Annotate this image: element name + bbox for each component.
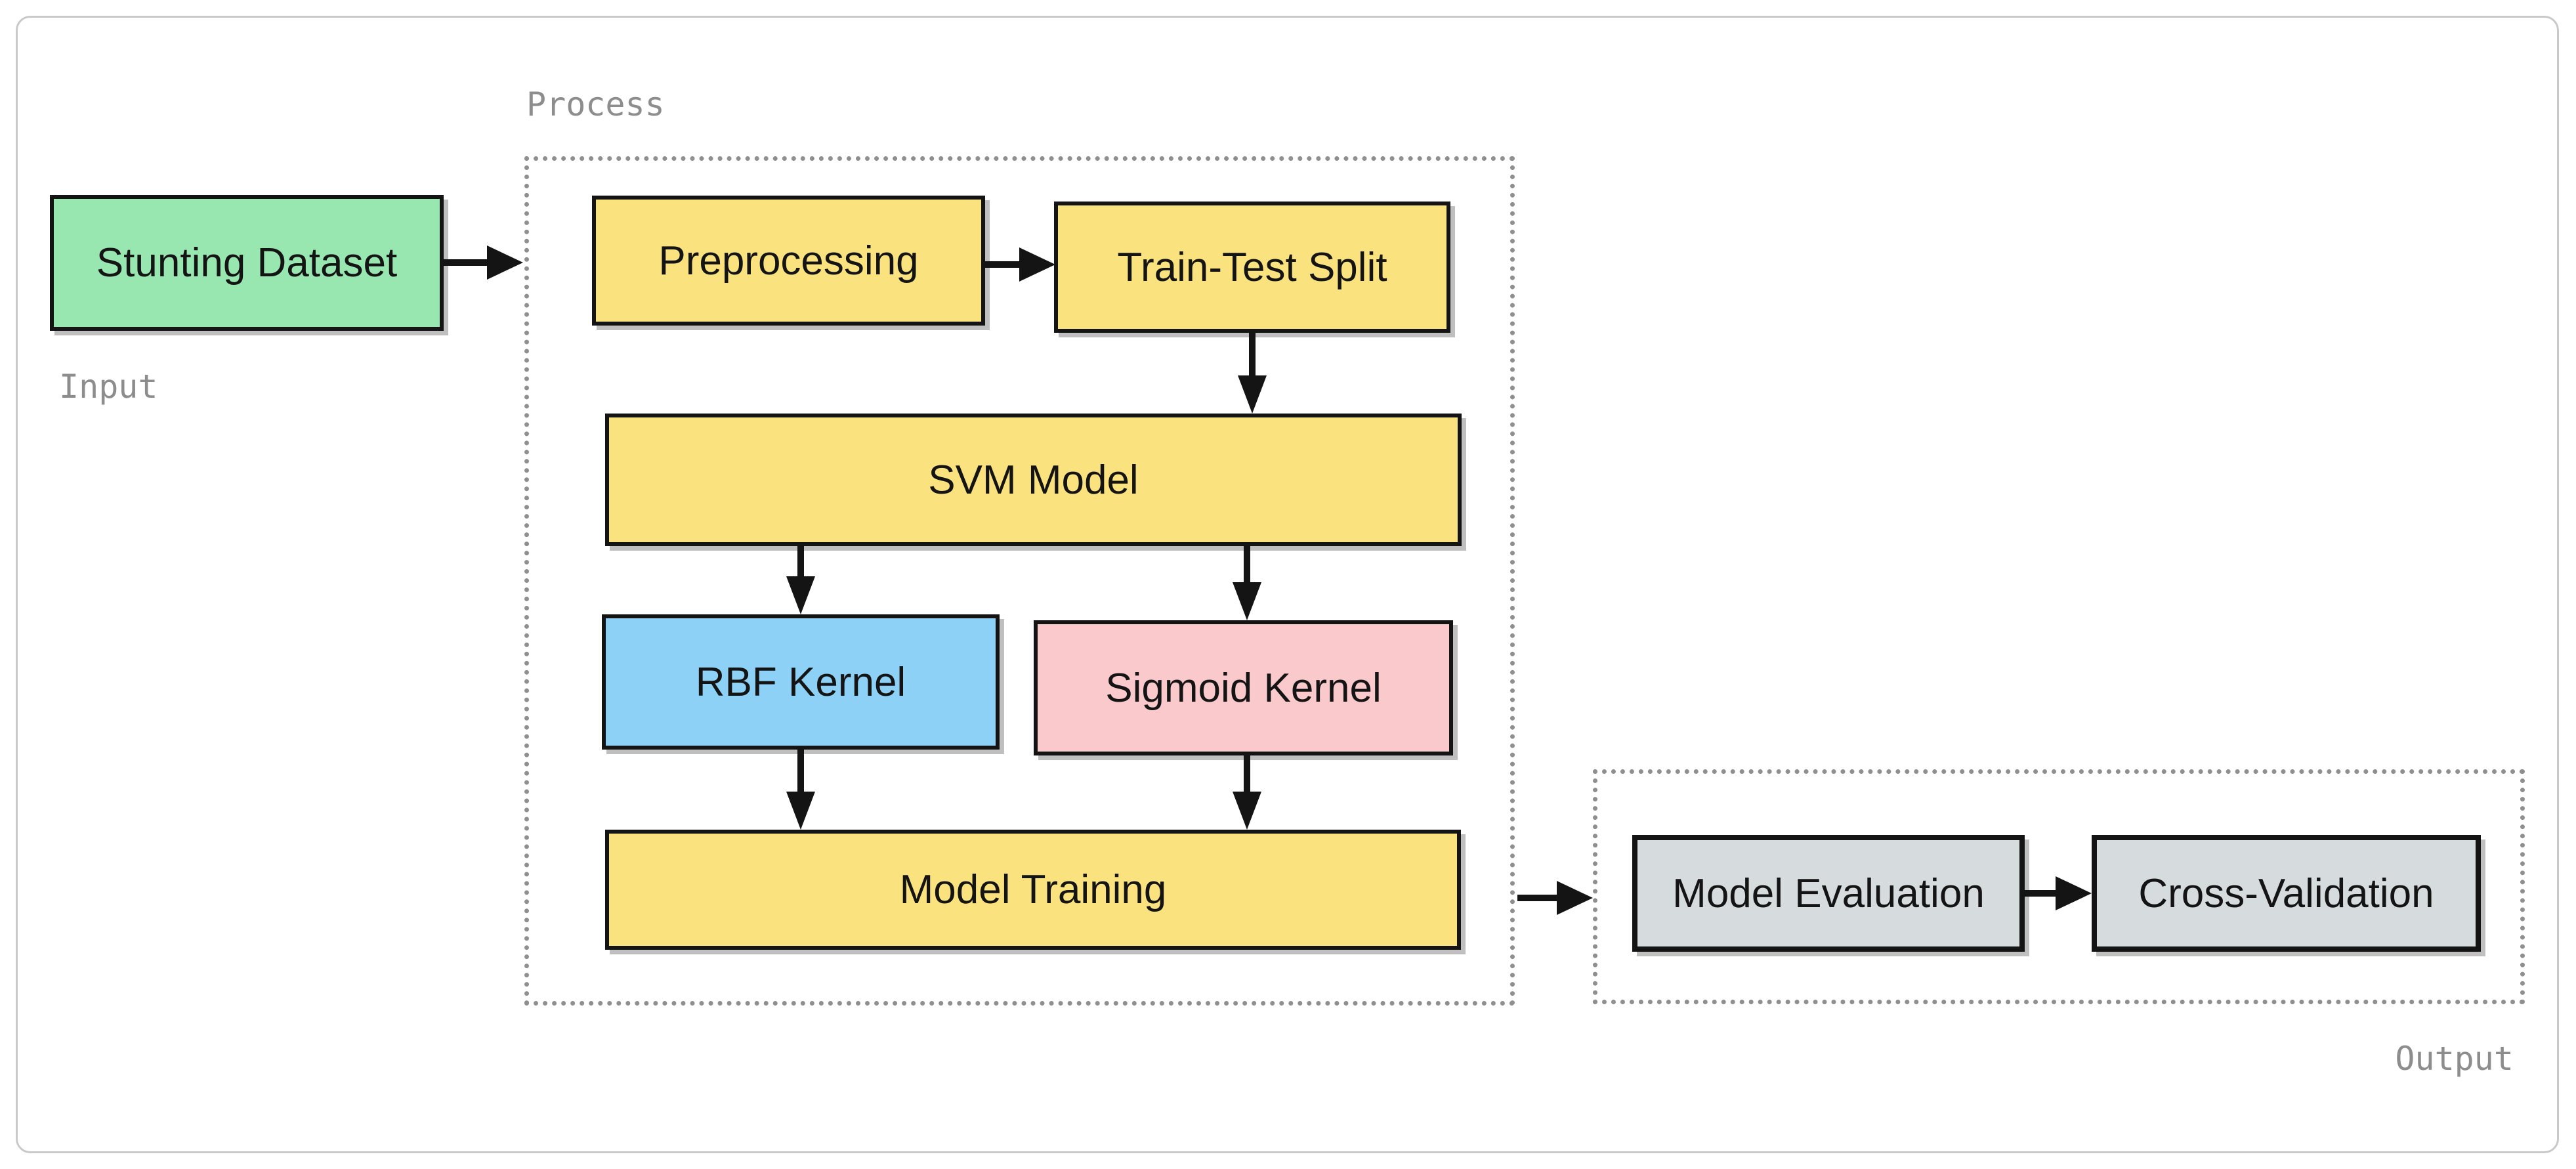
node-model-evaluation-label: Model Evaluation xyxy=(1672,870,1985,916)
node-stunting-dataset-label: Stunting Dataset xyxy=(96,240,398,286)
node-train-test-split: Train-Test Split xyxy=(1054,202,1450,333)
arrowhead-right-icon xyxy=(2056,876,2092,910)
node-stunting-dataset: Stunting Dataset xyxy=(50,195,444,331)
process-group-container xyxy=(524,156,1515,1006)
arrow-svm-to-rbf xyxy=(797,546,804,576)
node-model-training: Model Training xyxy=(605,830,1461,950)
node-preprocessing-label: Preprocessing xyxy=(658,238,919,284)
node-train-test-split-label: Train-Test Split xyxy=(1117,244,1387,290)
arrowhead-down-icon xyxy=(1238,375,1267,414)
node-sigmoid-kernel: Sigmoid Kernel xyxy=(1034,620,1453,755)
arrow-split-to-svm xyxy=(1249,333,1256,375)
arrowhead-right-icon xyxy=(1557,881,1593,915)
arrowhead-down-icon xyxy=(786,576,815,614)
node-rbf-kernel-label: RBF Kernel xyxy=(695,659,906,705)
arrow-training-to-output xyxy=(1517,895,1557,901)
arrowhead-right-icon xyxy=(487,245,523,280)
arrowhead-down-icon xyxy=(1233,582,1261,620)
node-sigmoid-kernel-label: Sigmoid Kernel xyxy=(1105,665,1382,711)
node-model-training-label: Model Training xyxy=(899,867,1167,912)
node-cross-validation: Cross-Validation xyxy=(2092,835,2481,952)
input-group-label: Input xyxy=(59,368,158,406)
arrowhead-down-icon xyxy=(786,792,815,830)
arrow-preprocessing-to-split xyxy=(985,261,1019,268)
arrowhead-right-icon xyxy=(1019,247,1055,282)
node-cross-validation-label: Cross-Validation xyxy=(2138,870,2434,916)
output-group-container xyxy=(1593,769,2525,1004)
arrow-sigmoid-to-training xyxy=(1244,755,1250,792)
node-svm-model: SVM Model xyxy=(605,414,1462,546)
arrow-evaluation-to-crossvalidation xyxy=(2025,890,2056,897)
node-model-evaluation: Model Evaluation xyxy=(1632,835,2025,952)
node-rbf-kernel: RBF Kernel xyxy=(602,614,1000,750)
arrow-svm-to-sigmoid xyxy=(1244,546,1250,582)
process-group-label: Process xyxy=(526,85,665,123)
node-preprocessing: Preprocessing xyxy=(592,196,985,326)
arrow-dataset-to-process xyxy=(444,259,487,266)
arrow-rbf-to-training xyxy=(797,750,804,792)
arrowhead-down-icon xyxy=(1233,792,1261,830)
output-group-label: Output xyxy=(2395,1040,2514,1078)
node-svm-model-label: SVM Model xyxy=(928,457,1139,503)
